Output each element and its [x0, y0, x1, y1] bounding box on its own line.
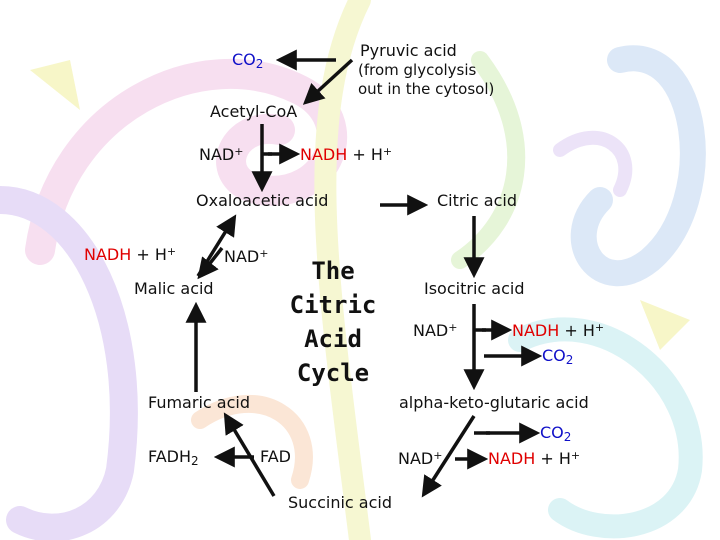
fadh-base: FADH — [148, 447, 192, 466]
alpha-ketoglutaric-acid-label: alpha-keto-glutaric acid — [399, 393, 589, 412]
nad-base: NAD — [398, 449, 434, 468]
nad-base: NAD — [224, 247, 260, 266]
swirl-cyan — [508, 317, 703, 539]
nad-superscript: + — [259, 247, 269, 260]
malic-acid-label: Malic acid — [134, 279, 214, 298]
swirl-green — [451, 51, 526, 269]
co2-subscript: 2 — [563, 430, 572, 444]
co2-base: CO — [232, 50, 256, 69]
nad-base: NAD — [413, 321, 449, 340]
nad-base: NAD — [199, 145, 235, 164]
title-line-3: Cycle — [296, 359, 370, 387]
co2-base: CO — [540, 423, 564, 442]
nadh-text: NADH — [488, 449, 536, 468]
nad-label-3: NAD+ — [398, 449, 443, 470]
plus-sign: + — [540, 449, 554, 468]
pyruvic-note-line-2: out in the cytosol) — [358, 80, 495, 98]
nad-label-1: NAD+ — [199, 145, 244, 166]
swirl-yellow — [314, 0, 371, 540]
h-superscript: + — [166, 245, 177, 258]
co2-subscript: 2 — [255, 57, 264, 71]
nadh-h-label-1: NADH + H+ — [300, 145, 393, 166]
fadh2-label: FADH2 — [148, 447, 199, 469]
nadh-h-label-4: NADH + H+ — [84, 245, 177, 266]
co2-base: CO — [542, 346, 566, 365]
h-base: H — [582, 321, 595, 340]
title-line-2: Citric Acid — [289, 291, 377, 353]
pyruvic-note-line-1: (from glycolysis — [358, 61, 477, 79]
arrow-alpha-kg-to-succinic — [421, 415, 476, 498]
nadh-text: NADH — [84, 245, 132, 264]
co2-subscript: 2 — [565, 353, 574, 367]
h-base: H — [558, 449, 571, 468]
co2-label-3: CO2 — [540, 423, 572, 445]
isocitric-acid-label: Isocitric acid — [424, 279, 525, 298]
plus-sign: + — [564, 321, 578, 340]
fumaric-acid-label: Fumaric acid — [148, 393, 250, 412]
h-superscript: + — [570, 449, 581, 462]
pyruvic-acid-label: Pyruvic acid — [360, 41, 457, 60]
title-line-1: The — [311, 257, 355, 285]
acetyl-coa-label: Acetyl-CoA — [210, 102, 298, 121]
co2-label-2: CO2 — [542, 346, 574, 368]
nad-superscript: + — [448, 321, 458, 334]
swirl-blue — [570, 45, 706, 287]
h-base: H — [154, 245, 167, 264]
swirl-peach — [191, 394, 313, 489]
nad-superscript: + — [234, 145, 244, 158]
nadh-text: NADH — [512, 321, 560, 340]
nad-label-4: NAD+ — [224, 247, 269, 268]
citric-acid-label: Citric acid — [437, 191, 517, 210]
nad-label-2: NAD+ — [413, 321, 458, 342]
h-superscript: + — [382, 145, 393, 158]
swirl-yellow-3 — [640, 300, 690, 350]
fadh-subscript: 2 — [191, 454, 199, 468]
h-base: H — [370, 145, 383, 164]
nadh-text: NADH — [300, 145, 348, 164]
nad-superscript: + — [433, 449, 443, 462]
co2-label-1: CO2 — [232, 50, 264, 72]
fad-label: FAD — [260, 447, 291, 466]
h-superscript: + — [594, 321, 605, 334]
swirl-lavender-2 — [553, 130, 633, 197]
plus-sign: + — [136, 245, 150, 264]
plus-sign: + — [352, 145, 366, 164]
succinic-acid-label: Succinic acid — [288, 493, 393, 512]
nadh-h-label-2: NADH + H+ — [512, 321, 605, 342]
swirl-lavender — [0, 186, 138, 540]
swirl-yellow-2 — [30, 60, 80, 110]
oxaloacetic-acid-label: Oxaloacetic acid — [196, 191, 329, 210]
diagram-title: The Citric Acid Cycle — [256, 254, 410, 390]
arrow-pyruvate-to-acetyl-coa — [302, 58, 354, 105]
arrow-nad-to-nadh-4 — [197, 246, 224, 280]
nadh-h-label-3: NADH + H+ — [488, 449, 581, 470]
